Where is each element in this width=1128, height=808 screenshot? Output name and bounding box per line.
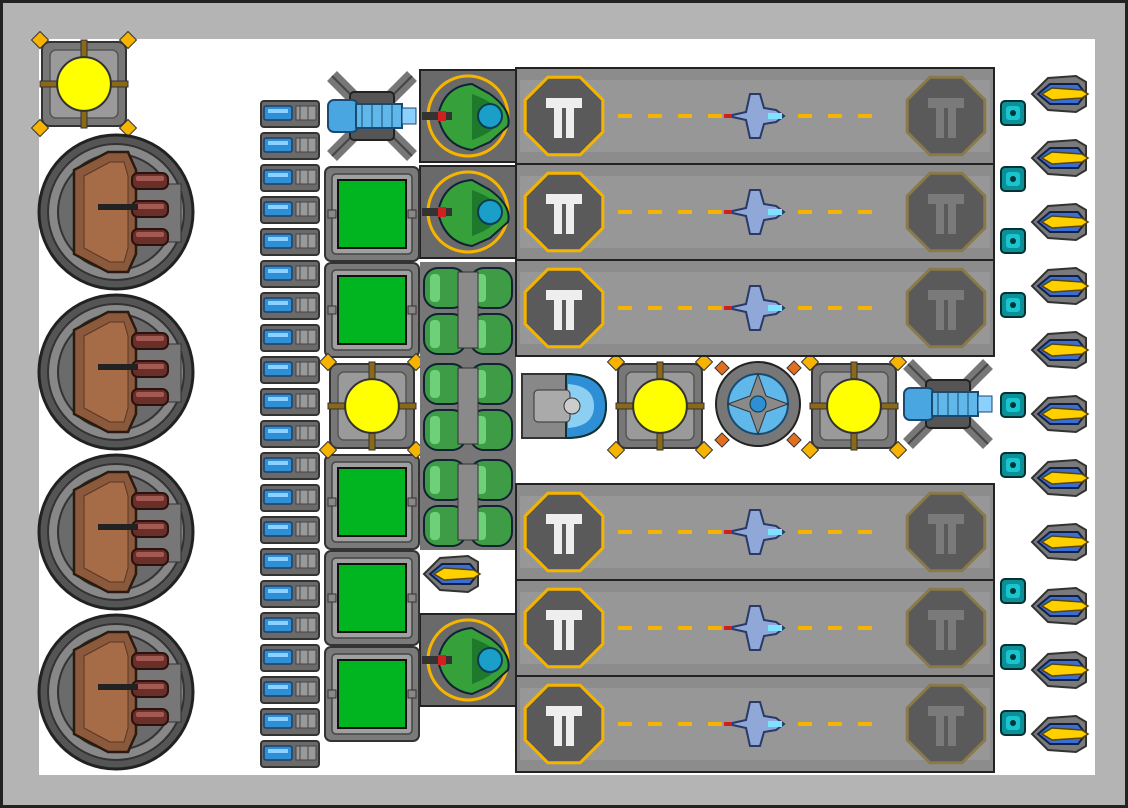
battery-cell-icon[interactable] xyxy=(260,580,322,610)
sensor-node-icon[interactable] xyxy=(1000,392,1026,418)
reactor-core-icon[interactable] xyxy=(318,352,426,460)
sensor-node-icon[interactable] xyxy=(1000,710,1026,736)
green-turret-icon[interactable] xyxy=(419,613,517,707)
missile-pod-icon[interactable] xyxy=(1028,328,1090,372)
reactor-core-icon[interactable] xyxy=(606,352,714,460)
reactor-core-icon[interactable] xyxy=(800,352,908,460)
fighter-icon[interactable] xyxy=(724,602,788,654)
missile-pod-icon[interactable] xyxy=(1028,264,1090,308)
coolant-tank-icon[interactable] xyxy=(420,262,516,358)
sensor-node-icon[interactable] xyxy=(1000,100,1026,126)
battery-cell-icon[interactable] xyxy=(260,420,322,450)
sensor-node-icon[interactable] xyxy=(1000,292,1026,318)
battery-cell-icon[interactable] xyxy=(260,708,322,738)
storage-bay-icon[interactable] xyxy=(324,550,420,646)
battery-cell-icon[interactable] xyxy=(260,644,322,674)
coolant-tank-icon[interactable] xyxy=(420,454,516,550)
battery-cell-icon[interactable] xyxy=(260,676,322,706)
fighter-icon[interactable] xyxy=(724,698,788,750)
battery-cell-icon[interactable] xyxy=(260,548,322,578)
missile-pod-icon[interactable] xyxy=(1028,456,1090,500)
missile-pod-icon[interactable] xyxy=(1028,520,1090,564)
battery-cell-icon[interactable] xyxy=(260,452,322,482)
missile-pod-icon[interactable] xyxy=(420,552,482,596)
sensor-node-icon[interactable] xyxy=(1000,644,1026,670)
battery-cell-icon[interactable] xyxy=(260,356,322,386)
missile-pod-icon[interactable] xyxy=(1028,648,1090,692)
shield-generator-icon[interactable] xyxy=(712,358,804,450)
railgun-icon[interactable] xyxy=(326,70,418,162)
sensor-node-icon[interactable] xyxy=(1000,578,1026,604)
battery-cell-icon[interactable] xyxy=(260,516,322,546)
battery-cell-icon[interactable] xyxy=(260,484,322,514)
coolant-tank-icon[interactable] xyxy=(420,358,516,454)
missile-pod-icon[interactable] xyxy=(1028,72,1090,116)
battery-cell-icon[interactable] xyxy=(260,324,322,354)
battery-cell-icon[interactable] xyxy=(260,388,322,418)
storage-bay-icon[interactable] xyxy=(324,262,420,358)
fighter-icon[interactable] xyxy=(724,282,788,334)
missile-pod-icon[interactable] xyxy=(1028,136,1090,180)
reactor-core-icon[interactable] xyxy=(30,30,138,138)
storage-bay-icon[interactable] xyxy=(324,166,420,262)
heavy-engine-icon[interactable] xyxy=(36,612,196,772)
battery-cell-icon[interactable] xyxy=(260,612,322,642)
missile-pod-icon[interactable] xyxy=(1028,712,1090,756)
heavy-engine-icon[interactable] xyxy=(36,292,196,452)
battery-cell-icon[interactable] xyxy=(260,740,322,770)
battery-cell-icon[interactable] xyxy=(260,100,322,130)
battery-cell-icon[interactable] xyxy=(260,196,322,226)
cockpit-icon[interactable] xyxy=(516,360,608,452)
battery-cell-icon[interactable] xyxy=(260,228,322,258)
sensor-node-icon[interactable] xyxy=(1000,228,1026,254)
battery-cell-icon[interactable] xyxy=(260,292,322,322)
heavy-engine-icon[interactable] xyxy=(36,132,196,292)
missile-pod-icon[interactable] xyxy=(1028,584,1090,628)
storage-bay-icon[interactable] xyxy=(324,646,420,742)
green-turret-icon[interactable] xyxy=(419,69,517,163)
heavy-engine-icon[interactable] xyxy=(36,452,196,612)
missile-pod-icon[interactable] xyxy=(1028,200,1090,244)
battery-cell-icon[interactable] xyxy=(260,132,322,162)
missile-pod-icon[interactable] xyxy=(1028,392,1090,436)
battery-cell-icon[interactable] xyxy=(260,164,322,194)
green-turret-icon[interactable] xyxy=(419,165,517,259)
fighter-icon[interactable] xyxy=(724,506,788,558)
storage-bay-icon[interactable] xyxy=(324,454,420,550)
fighter-icon[interactable] xyxy=(724,90,788,142)
fighter-icon[interactable] xyxy=(724,186,788,238)
sensor-node-icon[interactable] xyxy=(1000,452,1026,478)
railgun-icon[interactable] xyxy=(902,358,994,450)
sensor-node-icon[interactable] xyxy=(1000,166,1026,192)
battery-cell-icon[interactable] xyxy=(260,260,322,290)
